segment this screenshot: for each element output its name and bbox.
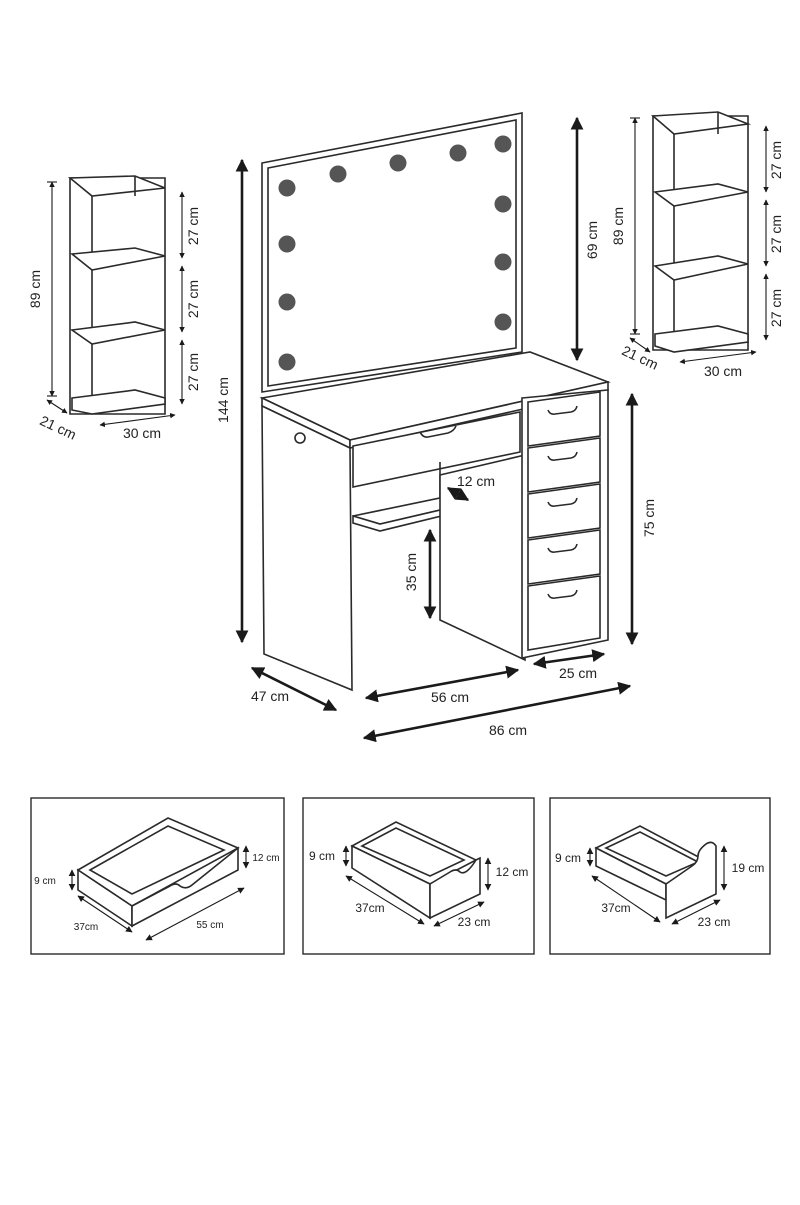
drawer-3-handle bbox=[547, 497, 578, 507]
drawer-2-depth-label: 37cm bbox=[355, 901, 384, 915]
right-shelf-back-panel bbox=[652, 115, 749, 351]
drawer-detail-medium: 9 cm 12 cm 37cm 23 cm bbox=[302, 797, 535, 955]
mirror-glass bbox=[267, 119, 517, 387]
drawer-1-front bbox=[527, 391, 601, 447]
bulb-icon bbox=[494, 313, 512, 331]
drawer-4-handle bbox=[547, 543, 578, 553]
left-shelf: 89 cm 27 cm 27 cm 27 cm 21 cm 30 cm bbox=[27, 175, 201, 443]
bulb-icon bbox=[278, 235, 296, 253]
mirror-frame bbox=[261, 112, 523, 393]
drawer-3-height-label: 9 cm bbox=[555, 851, 581, 865]
left-shelf-board-3 bbox=[69, 321, 166, 345]
drawer-unit-width-label: 25 cm bbox=[559, 665, 597, 681]
shelf-depth-label: 12 cm bbox=[457, 473, 495, 489]
top-drawer-front bbox=[352, 411, 521, 488]
bulb-icon bbox=[449, 144, 467, 162]
right-shelf-board-3 bbox=[652, 255, 749, 281]
left-shelf-board-2 bbox=[69, 247, 166, 271]
mirror-bulbs bbox=[278, 135, 512, 371]
left-shelf-gap-3-label: 27 cm bbox=[185, 353, 201, 391]
knee-width-label: 56 cm bbox=[431, 689, 469, 705]
drawer-1-front-height-label: 12 cm bbox=[252, 853, 279, 864]
drawer-1-width-label: 55 cm bbox=[196, 920, 223, 931]
knee-height-label: 35 cm bbox=[403, 553, 419, 591]
top-drawer-handle bbox=[419, 425, 457, 438]
right-shelf-height-label: 89 cm bbox=[610, 207, 626, 245]
left-shelf-bottom-board bbox=[71, 389, 166, 415]
drawer-4-front bbox=[527, 529, 601, 585]
left-shelf-gap-2-label: 27 cm bbox=[185, 280, 201, 318]
bulb-icon bbox=[278, 179, 296, 197]
drawer-2-front bbox=[527, 437, 601, 493]
left-shelf-width-label: 30 cm bbox=[123, 425, 161, 441]
right-shelf-top-board bbox=[650, 111, 752, 135]
drawer-5-front bbox=[527, 575, 601, 651]
right-shelf-gap-1-label: 27 cm bbox=[768, 141, 784, 179]
total-width-label: 86 cm bbox=[489, 722, 527, 738]
drawer-2-width-label: 23 cm bbox=[458, 915, 491, 929]
drawer-2-handle bbox=[547, 451, 578, 461]
depth-label: 47 cm bbox=[251, 688, 289, 704]
right-shelf-board-2 bbox=[652, 183, 749, 207]
left-shelf-top-board bbox=[67, 175, 166, 197]
left-shelf-height-label: 89 cm bbox=[27, 270, 43, 308]
drawer-5-handle bbox=[547, 589, 578, 599]
bulb-icon bbox=[329, 165, 347, 183]
drawer-1-handle bbox=[547, 405, 578, 415]
desk-height-label: 75 cm bbox=[641, 499, 657, 537]
left-shelf-back-panel bbox=[69, 177, 166, 415]
drawer-stack bbox=[527, 391, 601, 651]
right-shelf-gap-3-label: 27 cm bbox=[768, 289, 784, 327]
right-shelf-bottom-board bbox=[654, 325, 749, 353]
right-shelf: 89 cm 27 cm 27 cm 27 cm 21 cm 30 cm bbox=[610, 111, 784, 379]
cable-hole bbox=[294, 432, 306, 444]
bulb-icon bbox=[494, 195, 512, 213]
drawer-detail-large: 9 cm 12 cm 37cm 55 cm bbox=[30, 797, 285, 955]
bulb-icon bbox=[389, 154, 407, 172]
bulb-icon bbox=[494, 253, 512, 271]
bulb-icon bbox=[494, 135, 512, 153]
bulb-icon bbox=[278, 293, 296, 311]
mirror-height-label: 69 cm bbox=[584, 221, 600, 259]
total-height-label: 144 cm bbox=[215, 377, 231, 423]
left-side-panel bbox=[261, 404, 353, 692]
left-shelf-gap-1-label: 27 cm bbox=[185, 207, 201, 245]
drawer-3-width-label: 23 cm bbox=[698, 915, 731, 929]
drawer-2-height-label: 9 cm bbox=[309, 849, 335, 863]
bulb-icon bbox=[278, 353, 296, 371]
right-shelf-gap-2-label: 27 cm bbox=[768, 215, 784, 253]
drawer-3-front-height-label: 19 cm bbox=[732, 861, 765, 875]
right-shelf-width-label: 30 cm bbox=[704, 363, 742, 379]
drawer-3-front bbox=[527, 483, 601, 539]
drawer-1-height-label: 9 cm bbox=[34, 876, 56, 887]
drawer-3-depth-label: 37cm bbox=[601, 901, 630, 915]
vanity-table: 144 cm 69 cm 75 cm 35 cm 12 cm 47 cm 56 … bbox=[215, 112, 657, 743]
drawer-detail-tall: 9 cm 19 cm 37cm 23 cm bbox=[549, 797, 771, 955]
drawer-1-depth-label: 37cm bbox=[74, 922, 98, 933]
left-shelf-depth-label: 21 cm bbox=[37, 412, 78, 443]
drawer-2-front-height-label: 12 cm bbox=[496, 865, 529, 879]
